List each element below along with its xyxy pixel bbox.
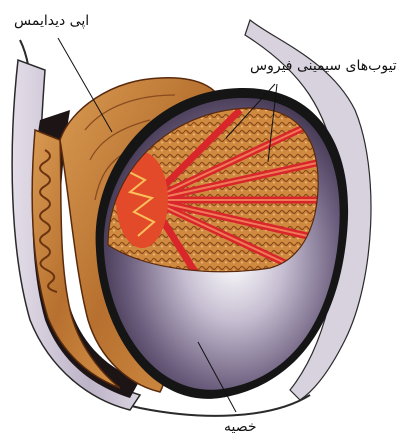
label-seminiferous-tubules: تیوب‌های سیمینی فیروس	[250, 59, 397, 73]
label-epididymis: اپی دیدایمس	[14, 14, 89, 28]
label-testis: خصیه	[224, 420, 257, 434]
